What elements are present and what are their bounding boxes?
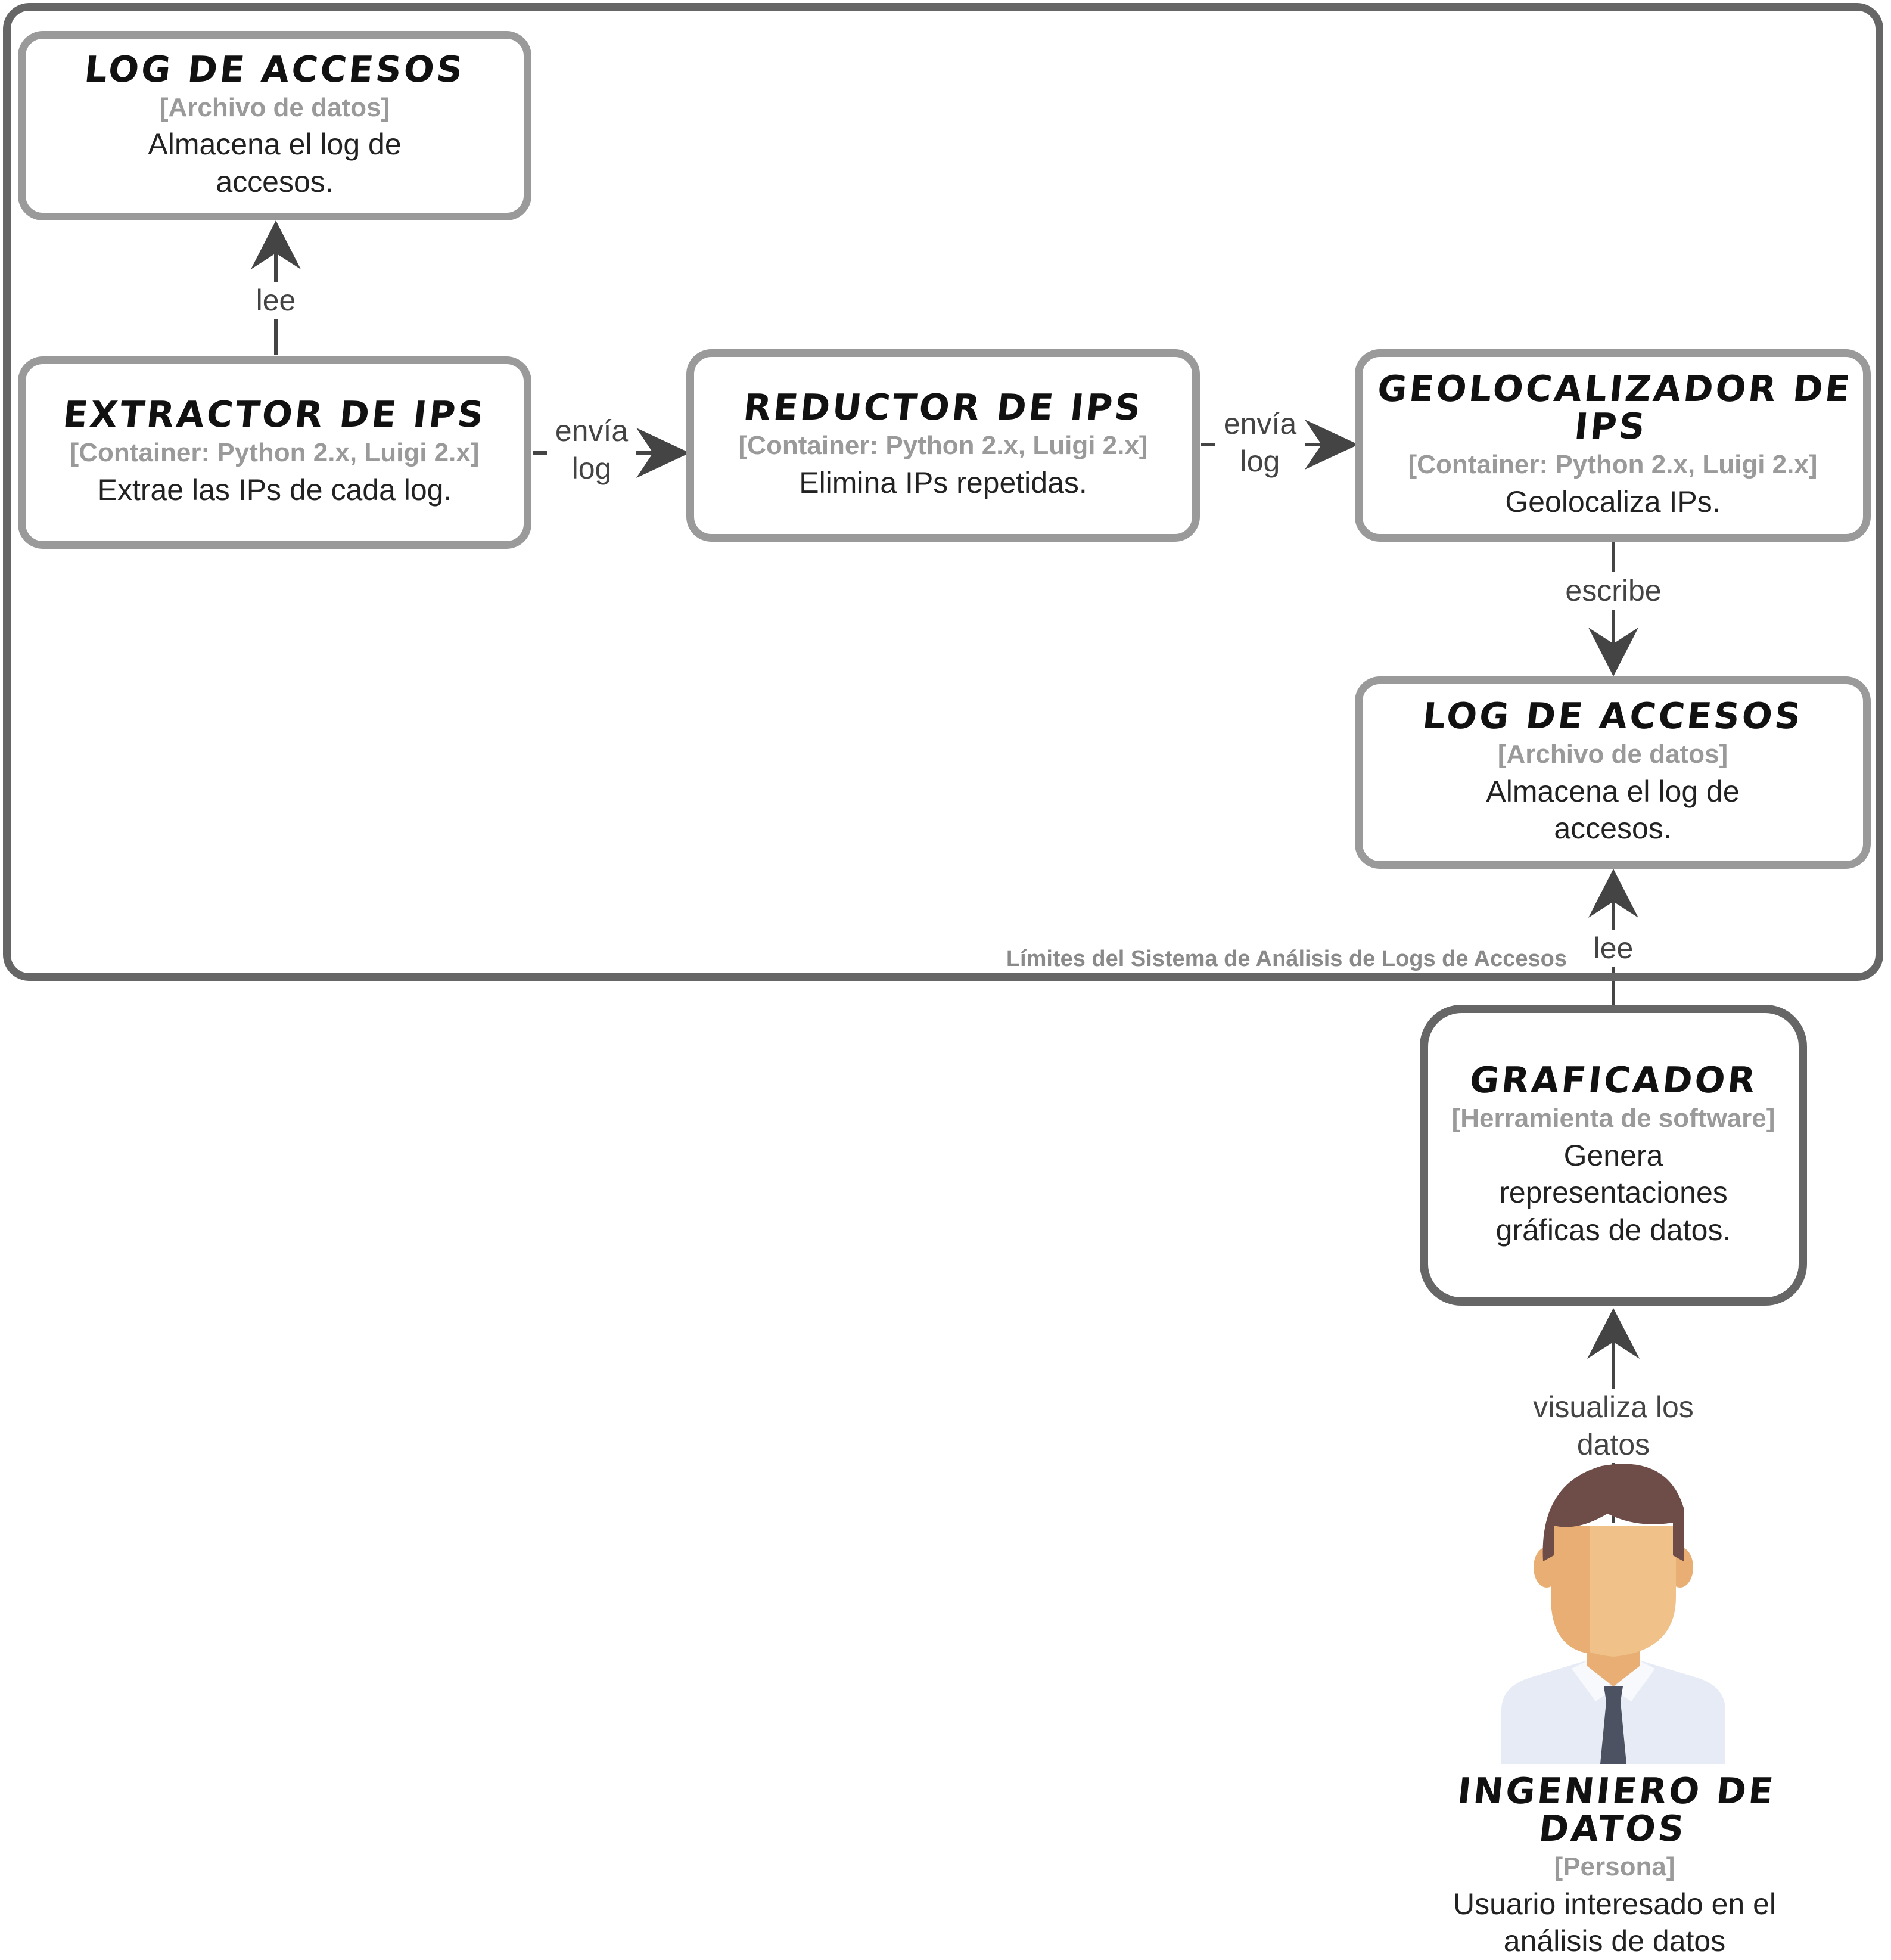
node-graficador[interactable]: GRAFICADOR [Herramienta de software] Gen… bbox=[1420, 1005, 1807, 1306]
node-tech: [Container: Python 2.x, Luigi 2.x] bbox=[70, 438, 480, 468]
node-tech: [Persona] bbox=[1554, 1852, 1675, 1881]
node-tech: [Herramienta de software] bbox=[1451, 1103, 1775, 1133]
edge-label-lee-bottom: lee bbox=[1582, 930, 1645, 967]
arrowhead-down bbox=[1588, 628, 1638, 676]
node-desc: Almacena el log de accesos. bbox=[1486, 774, 1740, 846]
node-title: REDUCTOR DE IPS bbox=[741, 387, 1145, 429]
node-tech: [Archivo de datos] bbox=[159, 92, 390, 122]
edge-label-lee-top: lee bbox=[244, 282, 307, 319]
node-extractor-de-ips[interactable]: EXTRACTOR DE IPS [Container: Python 2.x,… bbox=[18, 356, 531, 549]
node-log-accesos-top[interactable]: LOG DE ACCESOS [Archivo de datos] Almace… bbox=[18, 31, 531, 220]
arrowhead-right bbox=[636, 428, 690, 478]
node-title: EXTRACTOR DE IPS bbox=[61, 394, 489, 436]
system-boundary-label: Límites del Sistema de Análisis de Logs … bbox=[1006, 946, 1567, 971]
node-title: INGENIERO DE DATOS bbox=[1455, 1770, 1778, 1850]
node-title: GRAFICADOR bbox=[1467, 1059, 1760, 1101]
edge-label-visualiza: visualiza los datos bbox=[1524, 1389, 1703, 1463]
node-tech: [Container: Python 2.x, Luigi 2.x] bbox=[738, 431, 1148, 461]
node-title: GEOLOCALIZADOR DE IPS bbox=[1375, 368, 1855, 448]
node-desc: Usuario interesado en el análisis de dat… bbox=[1453, 1887, 1776, 1958]
node-desc: Elimina IPs repetidas. bbox=[799, 466, 1087, 500]
system-boundary bbox=[3, 3, 1883, 981]
node-log-accesos-right[interactable]: LOG DE ACCESOS [Archivo de datos] Almace… bbox=[1355, 676, 1871, 869]
node-title: LOG DE ACCESOS bbox=[1420, 695, 1805, 738]
node-desc: Genera representaciones gráficas de dato… bbox=[1495, 1138, 1731, 1247]
arrowhead-up bbox=[1587, 1308, 1640, 1359]
arrowhead-up bbox=[1588, 869, 1638, 918]
edge-label-escribe: escribe bbox=[1554, 572, 1673, 610]
node-desc: Extrae las IPs de cada log. bbox=[97, 473, 452, 507]
node-geolocalizador-de-ips[interactable]: GEOLOCALIZADOR DE IPS [Container: Python… bbox=[1355, 349, 1871, 542]
node-desc: Almacena el log de accesos. bbox=[148, 128, 402, 198]
node-reductor-de-ips[interactable]: REDUCTOR DE IPS [Container: Python 2.x, … bbox=[686, 349, 1200, 542]
edge-label-envia-log-2: envía log bbox=[1215, 405, 1305, 480]
person-avatar-icon bbox=[1501, 1464, 1725, 1764]
node-desc: Geolocaliza IPs. bbox=[1505, 484, 1721, 518]
node-ingeniero-de-datos[interactable]: INGENIERO DE DATOS [Persona] Usuario int… bbox=[1388, 1770, 1841, 1960]
node-tech: [Archivo de datos] bbox=[1497, 740, 1728, 769]
edge-label-envia-log-1: envía log bbox=[547, 412, 636, 487]
arrowhead-up bbox=[251, 220, 301, 269]
node-title: LOG DE ACCESOS bbox=[82, 48, 467, 91]
arrowhead-right bbox=[1305, 420, 1358, 470]
node-tech: [Container: Python 2.x, Luigi 2.x] bbox=[1408, 449, 1818, 479]
